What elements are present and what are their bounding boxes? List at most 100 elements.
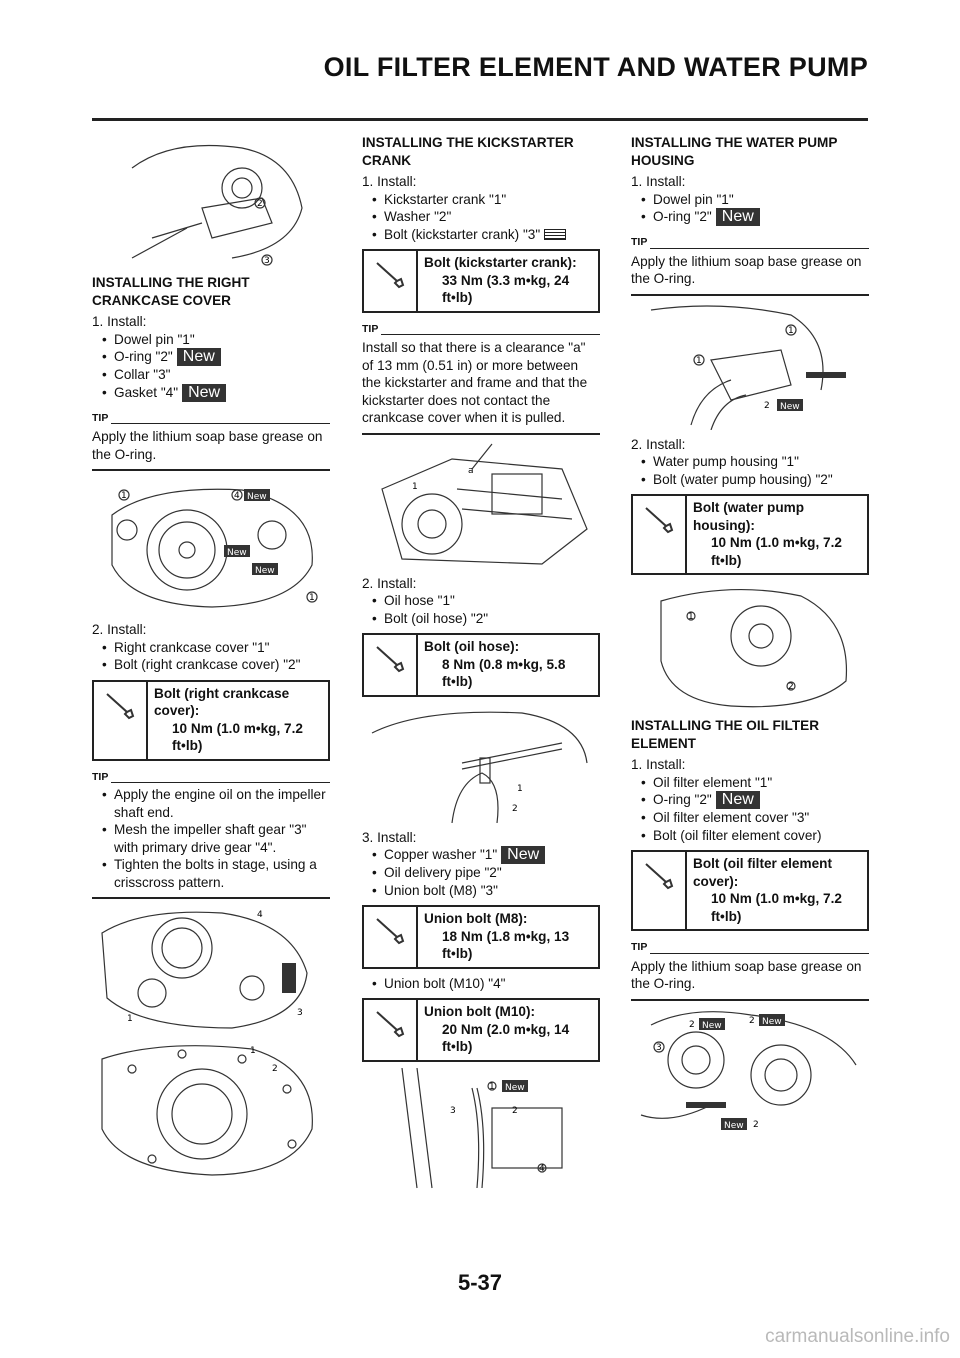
list-item: Oil delivery pipe "2" bbox=[362, 864, 600, 882]
figure-water-pump-bolts: 1 2 bbox=[631, 581, 869, 711]
tip-text: Apply the lithium soap base grease on th… bbox=[631, 958, 862, 992]
callout: 1 bbox=[309, 593, 315, 603]
section-heading: INSTALLING THE KICKSTARTER CRANK bbox=[362, 135, 574, 168]
new-badge: New bbox=[715, 208, 760, 226]
callout: 1 bbox=[696, 356, 702, 366]
new-badge: New bbox=[227, 548, 247, 558]
step-label: 1. Install: bbox=[631, 757, 686, 772]
list-item: Dowel pin "1" bbox=[631, 191, 869, 209]
callout: 3 bbox=[297, 1008, 303, 1018]
column-2: INSTALLING THE KICKSTARTER CRANK 1. Inst… bbox=[362, 126, 600, 1204]
callout: 3 bbox=[264, 256, 270, 266]
step-label: 2. Install: bbox=[631, 436, 686, 452]
torque-wrench-icon bbox=[94, 681, 148, 759]
new-badge: New bbox=[724, 1121, 744, 1131]
callout: 1 bbox=[250, 1046, 256, 1056]
column-1: 2 3 INSTALLING THE RIGHT CRANKCASE COVER… bbox=[92, 126, 330, 1185]
list-item: Bolt (oil hose) "2" bbox=[362, 610, 600, 628]
torque-label: Bolt (oil filter element cover): bbox=[693, 856, 832, 889]
tip-label: TIP bbox=[92, 411, 109, 424]
torque-wrench-icon bbox=[633, 496, 687, 573]
watermark: carmanualsonline.info bbox=[765, 1326, 950, 1347]
callout: 4 bbox=[539, 1164, 545, 1174]
header-rule bbox=[92, 118, 868, 121]
column-3: INSTALLING THE WATER PUMP HOUSING 1. Ins… bbox=[631, 126, 869, 1141]
torque-spec-box: Bolt (water pump housing):10 Nm (1.0 m•k… bbox=[631, 494, 869, 575]
torque-label: Bolt (right crankcase cover): bbox=[154, 685, 290, 719]
new-badge: New bbox=[505, 1083, 525, 1093]
tip-text: Install so that there is a clearance "a"… bbox=[362, 340, 588, 425]
figure-oil-delivery-pipe: 1 New 3 2 4 bbox=[362, 1067, 600, 1198]
torque-label: Bolt (water pump housing): bbox=[693, 500, 805, 533]
callout: a bbox=[468, 466, 474, 476]
torque-spec-box: Bolt (kickstarter crank): 33 Nm (3.3 m•kg… bbox=[362, 249, 600, 313]
torque-spec-box: Union bolt (M8): 18 Nm (1.8 m•kg, 13 ft•l… bbox=[362, 905, 600, 969]
torque-label: Bolt (kickstarter crank): bbox=[424, 255, 577, 270]
figure-crankcase-bolts: 1 2 bbox=[92, 1039, 330, 1179]
list-item: Union bolt (M10) "4" bbox=[362, 975, 600, 993]
callout: 1 bbox=[412, 482, 418, 492]
torque-value: 10 Nm (1.0 m•kg, 7.2 ft•lb) bbox=[172, 720, 303, 754]
torque-spec-box: Bolt (right crankcase cover):10 Nm (1.0 … bbox=[92, 679, 330, 761]
tip-label: TIP bbox=[631, 236, 648, 248]
callout: 3 bbox=[450, 1106, 456, 1116]
figure-oil-filter: 3 2 New 2 New New 2 bbox=[631, 1005, 869, 1135]
list-item: Oil hose "1" bbox=[362, 592, 600, 610]
tip-box: TIP Apply the engine oil on the impeller… bbox=[92, 769, 330, 899]
tip-item: Apply the engine oil on the impellershaf… bbox=[92, 786, 330, 821]
callout: 2 bbox=[512, 1106, 518, 1116]
new-badge: New bbox=[702, 1021, 722, 1031]
torque-label: Union bolt (M8): bbox=[424, 911, 528, 926]
callout: 1 bbox=[788, 326, 794, 336]
tip-box: TIP Apply the lithium soap base grease o… bbox=[631, 939, 869, 1001]
torque-value: 18 Nm (1.8 m•kg, 13 ft•lb) bbox=[442, 928, 570, 962]
tip-label: TIP bbox=[631, 941, 648, 953]
tip-item: Mesh the impeller shaft gear "3"with pri… bbox=[92, 821, 330, 856]
list-item: Copper washer "1"New bbox=[362, 846, 600, 864]
tip-box: TIP Apply the lithium soap base grease o… bbox=[92, 410, 330, 471]
list-item: Oil filter element "1" bbox=[631, 774, 869, 792]
torque-value: 8 Nm (0.8 m•kg, 5.8 ft•lb) bbox=[442, 656, 566, 690]
new-badge: New bbox=[780, 402, 800, 412]
callout: 2 bbox=[788, 682, 794, 692]
callout: 2 bbox=[512, 804, 518, 814]
list-item: Bolt (water pump housing) "2" bbox=[631, 471, 869, 489]
list-item: Gasket "4"New bbox=[92, 383, 330, 402]
torque-value: 33 Nm (3.3 m•kg, 24 ft•lb) bbox=[442, 272, 570, 306]
list-item: Oil filter element cover "3" bbox=[631, 809, 869, 827]
torque-wrench-icon bbox=[364, 1000, 418, 1060]
list-item: Bolt (oil filter element cover) bbox=[631, 827, 869, 845]
tip-label: TIP bbox=[362, 322, 379, 335]
new-badge: New bbox=[255, 566, 275, 576]
new-badge: New bbox=[176, 348, 221, 366]
torque-wrench-icon bbox=[364, 907, 418, 967]
torque-label: Union bolt (M10): bbox=[424, 1004, 535, 1019]
list-item: O-ring "2"New bbox=[631, 208, 869, 226]
torque-spec-box: Bolt (oil hose):8 Nm (0.8 m•kg, 5.8 ft•l… bbox=[362, 633, 600, 697]
tip-box: TIP Install so that there is a clearance… bbox=[362, 321, 600, 435]
callout: 2 bbox=[272, 1064, 278, 1074]
page-title: OIL FILTER ELEMENT AND WATER PUMP bbox=[323, 52, 868, 82]
new-badge: New bbox=[715, 791, 760, 809]
callout: 1 bbox=[489, 1082, 495, 1092]
tip-text: Apply the lithium soap base grease on th… bbox=[631, 253, 862, 287]
callout: 1 bbox=[127, 1014, 133, 1024]
figure-primary-gear: 4 1 3 bbox=[92, 903, 330, 1033]
list-item: Union bolt (M8) "3" bbox=[362, 882, 600, 900]
callout: 4 bbox=[257, 910, 263, 920]
list-item: Right crankcase cover "1" bbox=[92, 639, 330, 657]
section-heading: INSTALLING THE RIGHT CRANKCASE COVER bbox=[92, 275, 250, 308]
callout: 2 bbox=[764, 401, 770, 411]
list-item: O-ring "2"New bbox=[631, 791, 869, 809]
tip-item: Tighten the bolts in stage, using acriss… bbox=[92, 856, 330, 891]
page-number: 5-37 bbox=[457, 1270, 503, 1295]
new-badge: New bbox=[762, 1017, 782, 1027]
torque-value: 10 Nm (1.0 m•kg, 7.2 ft•lb) bbox=[711, 891, 842, 924]
torque-wrench-icon bbox=[364, 251, 418, 311]
tip-text: Apply the lithium soap base grease on th… bbox=[92, 429, 323, 462]
callout: 1 bbox=[121, 491, 127, 501]
tip-box: TIP Apply the lithium soap base grease o… bbox=[631, 234, 869, 296]
section-heading: INSTALLING THE OIL FILTER ELEMENT bbox=[631, 718, 820, 751]
callout: 1 bbox=[517, 784, 523, 794]
new-badge: New bbox=[247, 492, 267, 502]
